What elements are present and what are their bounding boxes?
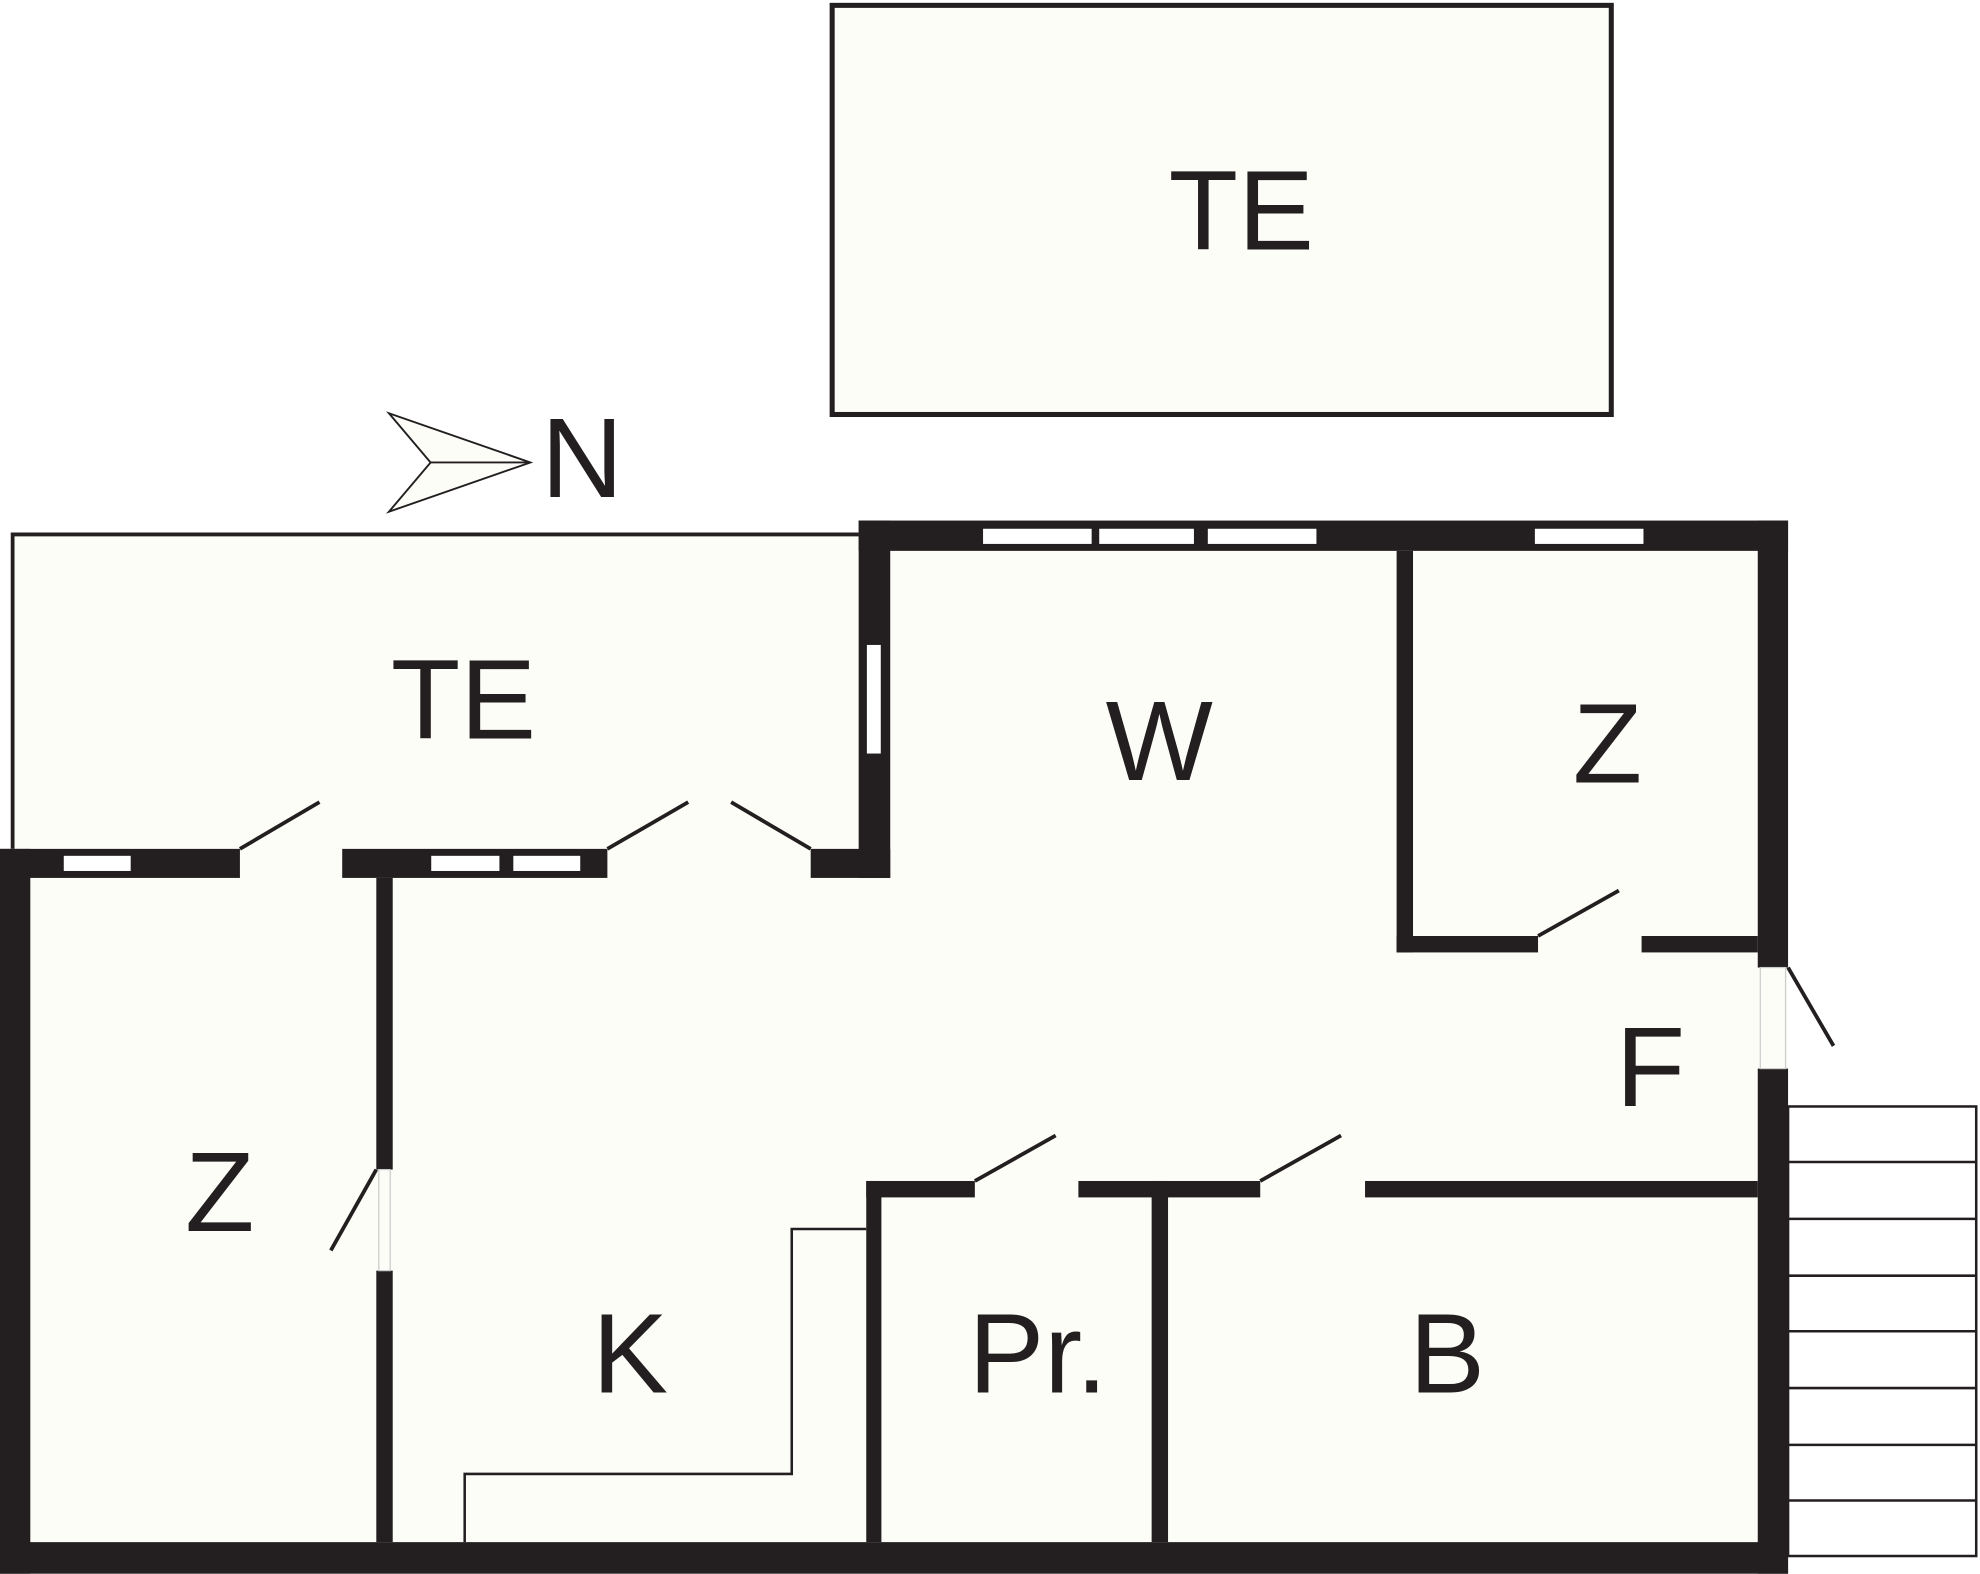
room-label-living: W <box>1106 678 1213 805</box>
room-label-terrace-top: TE <box>1169 148 1314 275</box>
windows <box>62 527 1645 873</box>
room-label-bedroom-right: Z <box>1573 681 1642 808</box>
north-arrow-icon <box>385 411 534 514</box>
room-label-terrace-left: TE <box>391 636 536 763</box>
terrace-left <box>12 534 862 849</box>
terrace-left-outline <box>10 532 862 849</box>
kitchen-counter <box>463 1227 867 1543</box>
doors <box>238 800 1836 1252</box>
room-label-pantry: Pr. <box>969 1290 1108 1417</box>
room-label-hall: F <box>1616 1004 1685 1131</box>
room-label-bathroom: B <box>1409 1290 1485 1417</box>
door-gap-bedroom-left <box>378 1168 391 1272</box>
walls <box>0 520 1789 1574</box>
stairs <box>1786 1105 1978 1558</box>
room-label-kitchen: K <box>592 1290 668 1417</box>
north-label: N <box>541 395 623 522</box>
terrace-top <box>829 2 1614 418</box>
house-interior <box>0 520 1789 1574</box>
room-label-bedroom-left: Z <box>185 1129 254 1256</box>
door-gap-entrance <box>1759 966 1787 1070</box>
